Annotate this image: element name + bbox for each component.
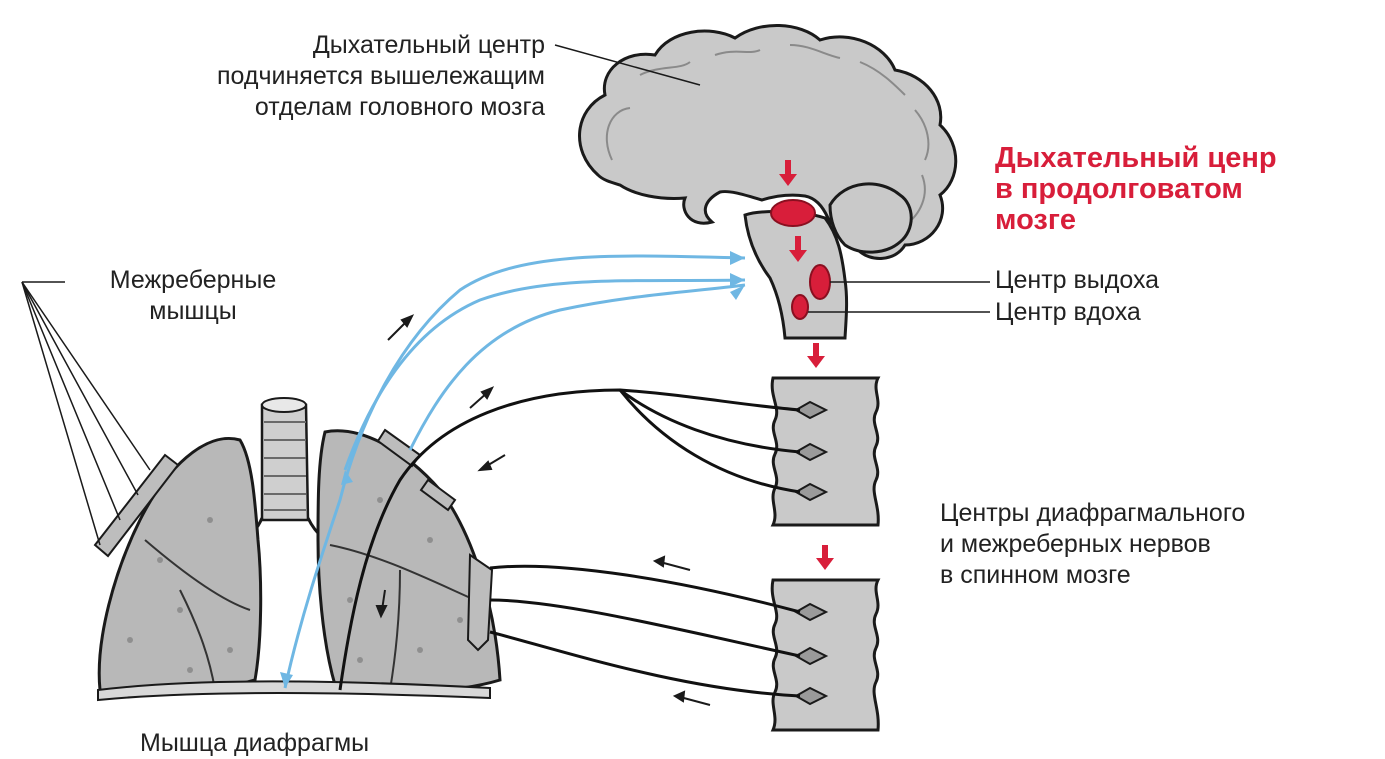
left-lung [99, 438, 260, 694]
intercostal-line-1: Межреберные [78, 265, 308, 296]
brain-control-line-3: отделам головного мозга [100, 92, 545, 123]
spinal-centers-label: Центры диафрагмального и межреберных нер… [940, 498, 1360, 591]
spinal-centers-line-2: и межреберных нервов [940, 529, 1360, 560]
spinal-cord-lower [772, 580, 878, 730]
diaphragm-muscle [98, 681, 490, 700]
intercostal-muscles-label: Межреберные мышцы [78, 265, 308, 327]
spinal-centers-line-3: в спинном мозге [940, 560, 1360, 591]
medulla-center-label: Дыхательный ценр в продолговатом мозге [995, 143, 1375, 236]
medulla-center-line-1: Дыхательный ценр [995, 143, 1375, 174]
brain-control-line-1: Дыхательный центр [100, 30, 545, 61]
brainstem [745, 212, 847, 338]
lungs [98, 398, 500, 700]
inhale-center-label: Центр вдоха [995, 297, 1141, 328]
intercostal-line-2: мышцы [78, 296, 308, 327]
inhale-center-mark [792, 295, 808, 319]
medulla-respiratory-center [771, 200, 815, 226]
exhale-center-label: Центр выдоха [995, 265, 1159, 296]
cerebellum [830, 184, 911, 252]
medulla-center-line-3: мозге [995, 205, 1375, 236]
spinal-centers-line-1: Центры диафрагмального [940, 498, 1360, 529]
brain-control-label: Дыхательный центр подчиняется вышележащи… [100, 30, 545, 123]
diaphragm-label: Мышца диафрагмы [140, 728, 369, 759]
brain-control-line-2: подчиняется вышележащим [100, 61, 545, 92]
medulla-center-line-2: в продолговатом [995, 174, 1375, 205]
exhale-center-mark [810, 265, 830, 299]
